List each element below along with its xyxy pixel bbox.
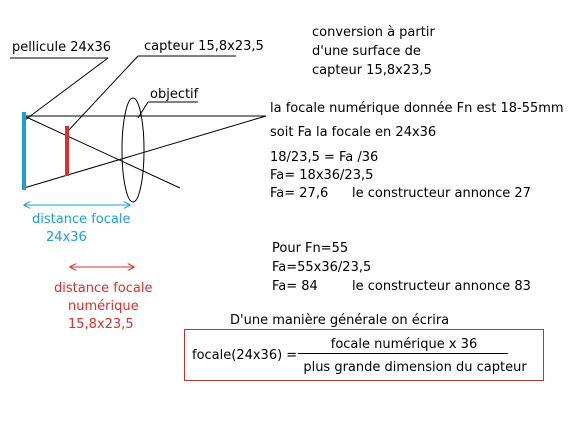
focal-numeric-label-line1: distance focale [54,281,153,296]
formula-denominator: plus grande dimension du capteur [303,360,527,375]
focal-24x36-label-line1: distance focale [32,212,131,227]
lens-pointer-line [137,101,149,119]
conversion-line1: conversion à partir [312,25,435,40]
focal-numeric-label-line3: 15,8x23,5 [68,317,134,332]
formula-box [184,329,544,381]
focal-numeric-label-line2: numérique [68,299,139,314]
example1-result: Fa= 27,6 [270,186,329,201]
film-label: pellicule 24x36 [12,40,111,55]
lens-label: objectif [150,87,199,102]
general-intro: D'une manière générale on écrira [230,313,450,328]
example2-line1: Pour Fn=55 [272,241,349,256]
lens-ellipse [121,97,145,203]
focal-24x36-label-line2: 24x36 [46,230,87,245]
ray-lower [23,115,267,189]
sensor-label: capteur 15,8x23,5 [144,39,264,54]
example1-line1: la focale numérique donnée Fn est 18-55m… [270,101,564,116]
example2-calc: Fa=55x36/23,5 [272,260,372,275]
example1-calc2: Fa= 18x36/23,5 [270,168,374,183]
example1-calc1: 18/23,5 = Fa /36 [270,150,379,165]
example1-maker: le constructeur annonce 27 [352,186,531,201]
example1-line2: soit Fa la focale en 24x36 [270,125,437,140]
formula-numerator: focale numérique x 36 [330,337,478,352]
sensor-pointer-line [66,55,139,133]
ray-top-to-bottom [23,115,181,189]
film-pointer-line [24,57,109,121]
conversion-line3: capteur 15,8x23,5 [312,63,432,78]
formula-fraction-bar [298,353,508,354]
example2-result: Fa= 84 [272,279,318,294]
example2-maker: le constructeur annonce 83 [352,279,531,294]
formula-lhs: focale(24x36) = [192,348,298,363]
conversion-line2: d'une surface de [312,44,421,59]
